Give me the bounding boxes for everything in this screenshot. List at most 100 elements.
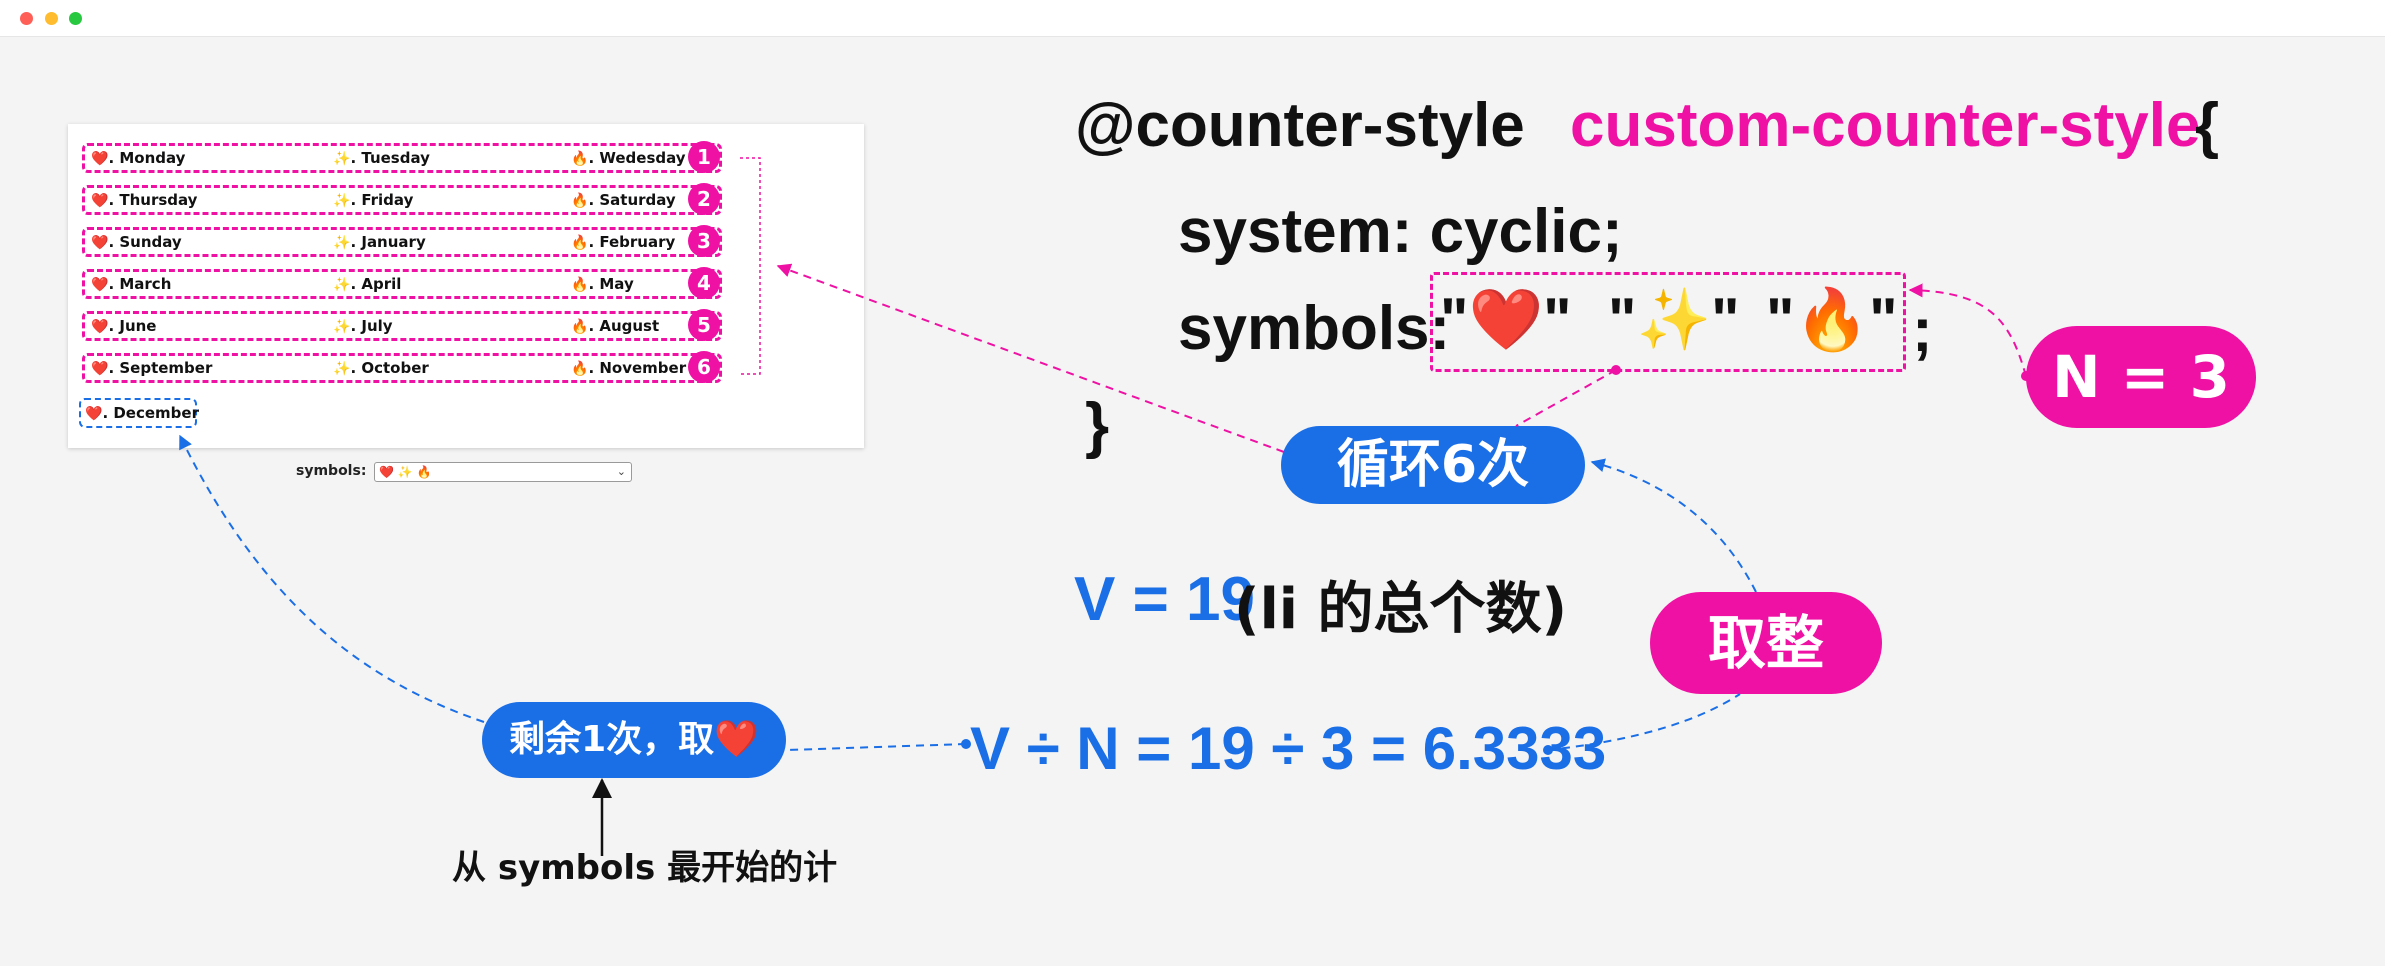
- list-item: ✨. July: [333, 314, 393, 338]
- symbol-heart: "❤️": [1440, 286, 1572, 353]
- list-item: ❤️. December: [85, 401, 199, 425]
- symbols-select-label: symbols:: [296, 463, 367, 479]
- list-item: ✨. April: [333, 272, 401, 296]
- list-item-text: . December: [102, 404, 199, 422]
- sparkles-icon: ✨: [333, 277, 351, 293]
- heart-icon: ❤️: [91, 361, 109, 377]
- heart-icon: ❤️: [91, 319, 109, 335]
- fire-icon: 🔥: [571, 193, 589, 209]
- fire-icon: 🔥: [571, 319, 589, 335]
- list-item-text: . January: [350, 233, 426, 251]
- heart-icon: ❤️: [91, 151, 109, 167]
- list-item-text: . October: [350, 359, 429, 377]
- sparkles-icon: ✨: [333, 151, 351, 167]
- list-item-text: . June: [108, 317, 157, 335]
- round-to-loop-arrow: [1590, 458, 1757, 593]
- loop-count-pill: 循环6次: [1281, 426, 1585, 504]
- chevron-down-icon: ⌄: [616, 465, 626, 478]
- list-item: ✨. Friday: [333, 188, 413, 212]
- symbols-select[interactable]: ❤️ ✨ 🔥 ⌄: [374, 462, 632, 482]
- heart-icon: ❤️: [85, 406, 103, 422]
- symbols-highlight-box: [1430, 272, 1906, 372]
- fire-icon: 🔥: [571, 361, 589, 377]
- heart-icon: ❤️: [91, 277, 109, 293]
- heart-icon: ❤️: [91, 193, 109, 209]
- list-item: ❤️. September: [91, 356, 212, 380]
- list-item-text: . Saturday: [588, 191, 676, 209]
- code-close-brace: }: [1085, 391, 1110, 460]
- heart-icon: ❤️: [91, 235, 109, 251]
- list-item-text: . Thursday: [108, 191, 198, 209]
- list-row: ❤️. Thursday ✨. Friday 🔥. Saturday: [82, 185, 722, 215]
- list-item: 🔥. Saturday: [571, 188, 676, 212]
- cycle-badge: 5: [688, 309, 720, 341]
- list-item-text: . March: [108, 275, 172, 293]
- round-pill: 取整: [1650, 592, 1882, 694]
- sparkles-icon: ✨: [333, 319, 351, 335]
- symbols-to-loop-line: [1515, 369, 1617, 427]
- list-item-text: . Tuesday: [350, 149, 430, 167]
- list-item: 🔥. August: [571, 314, 659, 338]
- cycle-badge: 2: [688, 183, 720, 215]
- symbols-select-value: ❤️ ✨ 🔥: [379, 465, 432, 479]
- list-item: ❤️. Thursday: [91, 188, 197, 212]
- fire-icon: 🔥: [571, 235, 589, 251]
- cycle-badge: 6: [688, 351, 720, 383]
- sparkles-icon: ✨: [333, 235, 351, 251]
- list-item: 🔥. May: [571, 272, 634, 296]
- list-row: ❤️. June ✨. July 🔥. August: [82, 311, 722, 341]
- cycle-badge: 1: [688, 141, 720, 173]
- v-value: V = 19: [1074, 565, 1255, 634]
- remainder-pill: 剩余1次，取❤️: [482, 702, 786, 778]
- list-item-text: . September: [108, 359, 213, 377]
- list-item: ✨. October: [333, 356, 429, 380]
- list-row: ❤️. Monday ✨. Tuesday 🔥. Wedesday: [82, 143, 722, 173]
- list-item-text: . July: [350, 317, 393, 335]
- sparkles-icon: ✨: [333, 193, 351, 209]
- code-symbols-prop: symbols:: [1178, 294, 1451, 363]
- list-item: 🔥. February: [571, 230, 675, 254]
- fire-icon: 🔥: [571, 277, 589, 293]
- remainder-item-box: ❤️. December: [79, 398, 199, 428]
- window-titlebar: [0, 0, 2385, 37]
- v-note: (li 的总个数): [1234, 577, 1568, 642]
- minimize-window-button[interactable]: [45, 12, 58, 25]
- division-formula: V ÷ N = 19 ÷ 3 = 6.3333: [970, 715, 1607, 782]
- sparkles-icon: ✨: [333, 361, 351, 377]
- list-row: ❤️. September ✨. October 🔥. November: [82, 353, 722, 383]
- list-row: ❤️. Sunday ✨. January 🔥. February: [82, 227, 722, 257]
- n-count-pill: N = 3: [2026, 326, 2256, 428]
- list-item-text: . August: [588, 317, 660, 335]
- code-at-rule: @counter-style: [1075, 91, 1525, 160]
- list-item-text: . November: [588, 359, 687, 377]
- list-row: ❤️. March ✨. April 🔥. May: [82, 269, 722, 299]
- list-item: ❤️. March: [91, 272, 171, 296]
- list-item: ❤️. Sunday: [91, 230, 182, 254]
- code-open-brace: {: [2195, 91, 2220, 160]
- list-item: ❤️. June: [91, 314, 156, 338]
- list-item-text: . April: [350, 275, 402, 293]
- symbol-fire: "🔥": [1766, 286, 1898, 353]
- fire-icon: 🔥: [571, 151, 589, 167]
- list-item-text: . Monday: [108, 149, 186, 167]
- list-item: 🔥. November: [571, 356, 686, 380]
- list-item: 🔥. Wedesday: [571, 146, 686, 170]
- list-item: ❤️. Monday: [91, 146, 185, 170]
- list-item-text: . Sunday: [108, 233, 182, 251]
- code-semicolon: ;: [1912, 296, 1933, 365]
- list-item-text: . Wedesday: [588, 149, 686, 167]
- code-system-line: system: cyclic;: [1178, 197, 1623, 266]
- zoom-window-button[interactable]: [69, 12, 82, 25]
- start-from-beginning-note: 从 symbols 最开始的计: [452, 848, 838, 888]
- cycle-badge: 3: [688, 225, 720, 257]
- close-window-button[interactable]: [20, 12, 33, 25]
- list-item: ✨. Tuesday: [333, 146, 430, 170]
- code-style-name: custom-counter-style: [1570, 91, 2201, 160]
- demo-list-panel: ❤️. Monday ✨. Tuesday 🔥. Wedesday ❤️. Th…: [68, 124, 864, 448]
- list-item-text: . February: [588, 233, 676, 251]
- symbol-sparkles: "✨": [1608, 286, 1740, 353]
- formula-to-remainder-line: [787, 743, 967, 751]
- list-item-text: . Friday: [350, 191, 414, 209]
- cycle-badge: 4: [688, 267, 720, 299]
- list-item-text: . May: [588, 275, 634, 293]
